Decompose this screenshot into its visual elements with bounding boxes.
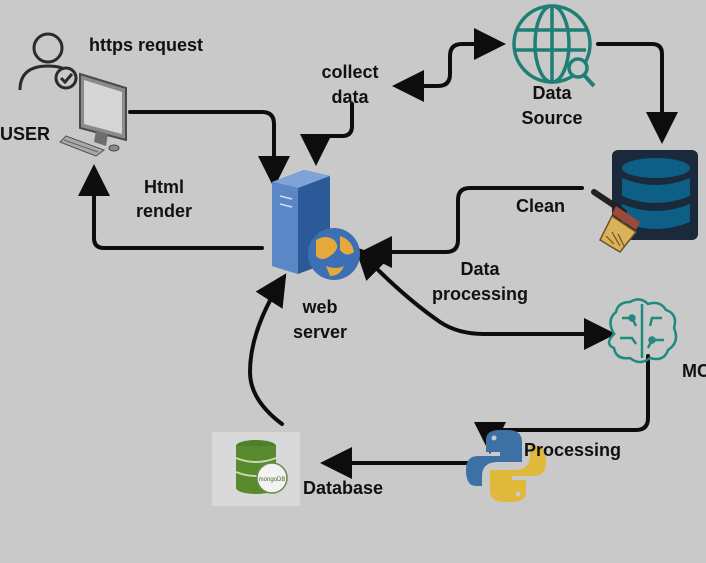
machine-learning-brain-icon xyxy=(607,298,678,364)
mongodb-logo-text: mongoDB xyxy=(259,477,286,483)
label-data-source-2: Source xyxy=(521,108,583,128)
arrow-database-to-server xyxy=(248,273,287,426)
arrow-source-to-db xyxy=(596,42,678,144)
arrow-collect-to-source xyxy=(400,28,506,88)
arrow-html-render xyxy=(78,164,264,250)
label-html: Html xyxy=(144,177,184,197)
data-clean-database-icon xyxy=(591,150,698,253)
label-clean: Clean xyxy=(516,196,566,216)
label-collect-data: data xyxy=(331,87,369,107)
label-user: USER xyxy=(0,124,51,144)
label-https-request: https request xyxy=(89,35,204,55)
label-data-processing-2: processing xyxy=(431,284,529,304)
label-data-source-1: Data xyxy=(532,83,572,103)
web-server-icon xyxy=(272,170,360,280)
python-logo-icon xyxy=(466,430,546,502)
user-icon xyxy=(18,32,78,91)
label-database: Database xyxy=(303,478,384,498)
label-web: web xyxy=(302,297,338,317)
database-icon: mongoDB xyxy=(212,432,300,506)
label-collect: collect xyxy=(321,62,379,82)
arrow-collect-data xyxy=(300,102,354,166)
arrow-server-ml xyxy=(355,247,616,350)
label-ml-cut: MC xyxy=(682,361,706,381)
computer-monitor-icon xyxy=(59,72,127,157)
arrow-https-request xyxy=(128,110,290,188)
label-processing: Processing xyxy=(524,440,622,460)
label-server: server xyxy=(292,322,348,342)
label-render: render xyxy=(135,201,193,221)
label-data-processing-1: Data xyxy=(460,259,500,279)
data-source-globe-icon xyxy=(512,4,596,88)
